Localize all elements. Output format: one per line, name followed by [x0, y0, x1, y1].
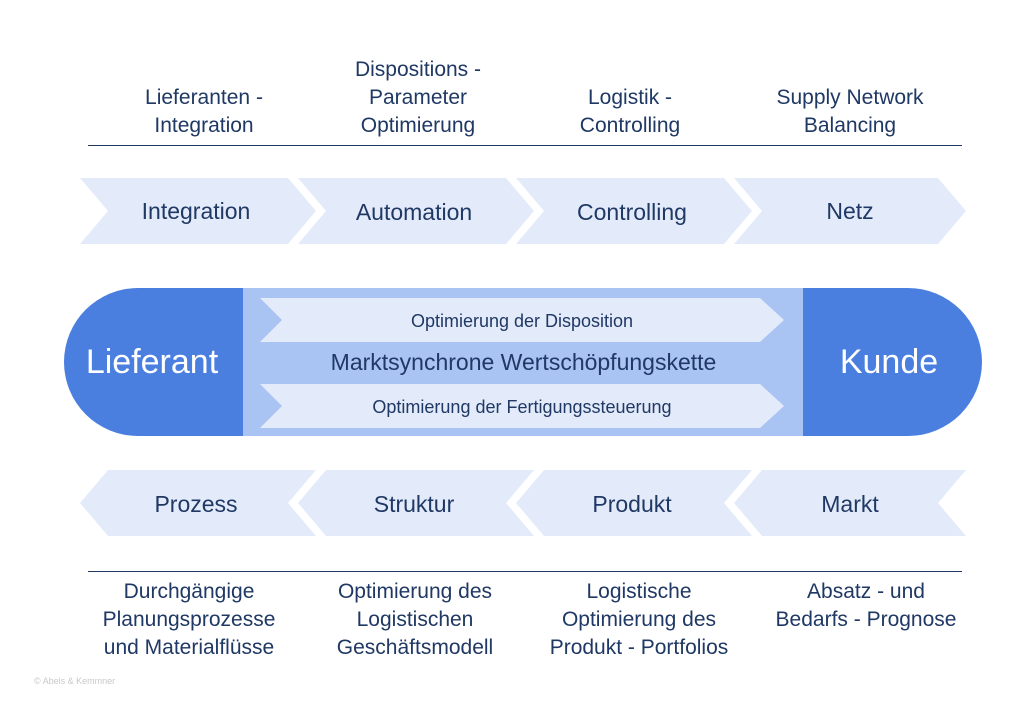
- top-chevron-label-1: Integration: [141, 198, 251, 224]
- bottom-chevron-4: [734, 470, 966, 536]
- upper-arrow-shape: [260, 298, 784, 342]
- top-header-3: Logistik -Controlling: [579, 86, 681, 137]
- value-chain-title: Marktsynchrone Wertschöpfungskette: [330, 349, 717, 375]
- top-header-1: Lieferanten -Integration: [145, 86, 263, 137]
- bottom-chevron-label-1: Prozess: [154, 491, 238, 517]
- top-divider: [88, 145, 962, 146]
- copyright-watermark: © Abels & Kemmner: [34, 676, 116, 686]
- top-chevron-label-4: Netz: [826, 198, 874, 224]
- bottom-chevron-1: [80, 470, 316, 536]
- lower-arrow-shape: [260, 384, 784, 428]
- bottom-chevron-2: [298, 470, 534, 536]
- customer-end-shape: [803, 288, 982, 436]
- top-chevron-2: [298, 178, 534, 244]
- bottom-divider: [88, 571, 962, 572]
- top-chevron-label-3: Controlling: [577, 199, 687, 225]
- supplier-end-shape: [64, 288, 244, 436]
- bottom-chevron-label-4: Markt: [821, 491, 879, 517]
- top-chevron-1: [80, 178, 316, 244]
- lower-arrow-label: Optimierung der Fertigungssteuerung: [372, 397, 672, 417]
- bottom-chevron-label-2: Struktur: [373, 491, 455, 517]
- supplier-label: Lieferant: [85, 343, 219, 381]
- upper-arrow-label: Optimierung der Disposition: [410, 311, 634, 331]
- top-chevron-4: [734, 178, 966, 244]
- bottom-chevron-3: [516, 470, 752, 536]
- customer-label: Kunde: [839, 343, 939, 381]
- bottom-chevron-label-3: Produkt: [592, 491, 672, 517]
- top-chevron-label-2: Automation: [355, 199, 473, 225]
- top-chevron-3: [516, 178, 752, 244]
